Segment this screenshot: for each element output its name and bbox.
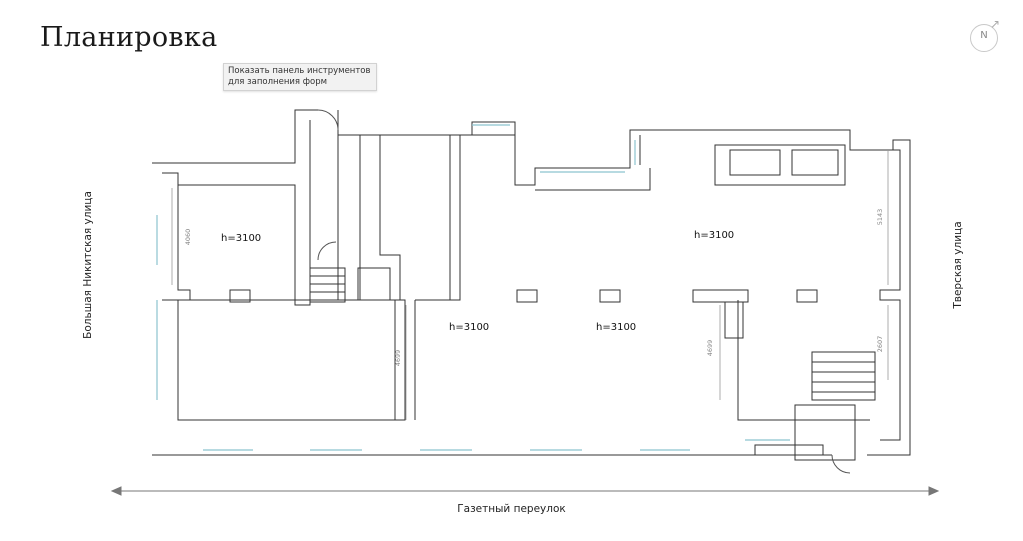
north-arrow-icon: ↗	[990, 17, 1001, 31]
door-swing	[831, 454, 851, 474]
dimension-label: 4060	[184, 228, 192, 246]
dimension-label: 4699	[706, 339, 714, 357]
height-label: h=3100	[694, 230, 735, 241]
interior-wall	[535, 135, 846, 191]
compass-icon: N ↗	[970, 17, 1000, 52]
door-swing	[317, 241, 337, 261]
inner-wall	[162, 120, 406, 421]
height-label: h=3100	[221, 233, 262, 244]
tooltip-line-2: для заполнения форм	[228, 77, 328, 87]
dimension-label: 4699	[394, 349, 402, 367]
street-label-right: Тверская улица	[952, 221, 964, 309]
tooltip-line-1: Показать панель инструментов	[228, 66, 371, 76]
column	[724, 301, 744, 339]
interior-wall	[177, 185, 191, 300]
toilet-room	[357, 267, 391, 301]
interior-wall	[729, 149, 839, 176]
column	[516, 289, 538, 303]
column	[796, 289, 818, 303]
entry-vestibule	[794, 404, 856, 461]
dimension-label: 2607	[876, 335, 884, 353]
interior-wall	[879, 149, 901, 441]
page-title: Планировка	[40, 22, 218, 53]
compass-label: N	[980, 30, 988, 41]
stair	[811, 351, 876, 401]
arrow-left-icon	[110, 486, 122, 496]
column	[229, 289, 251, 303]
height-label: h=3100	[596, 322, 637, 333]
column	[599, 289, 621, 303]
outer-wall	[152, 109, 911, 456]
stair	[309, 267, 346, 303]
street-label-left: Большая Никитская улица	[82, 191, 94, 339]
street-label-bottom: Газетный переулок	[457, 503, 566, 515]
toolbar-tooltip: Показать панель инструментов для заполне…	[223, 63, 377, 91]
door-swing	[317, 109, 339, 131]
height-label: h=3100	[449, 322, 490, 333]
interior-wall	[430, 134, 515, 301]
interior-wall	[414, 300, 870, 421]
column	[692, 289, 749, 303]
dimension-label: 5143	[876, 208, 884, 226]
arrow-right-icon	[928, 486, 940, 496]
